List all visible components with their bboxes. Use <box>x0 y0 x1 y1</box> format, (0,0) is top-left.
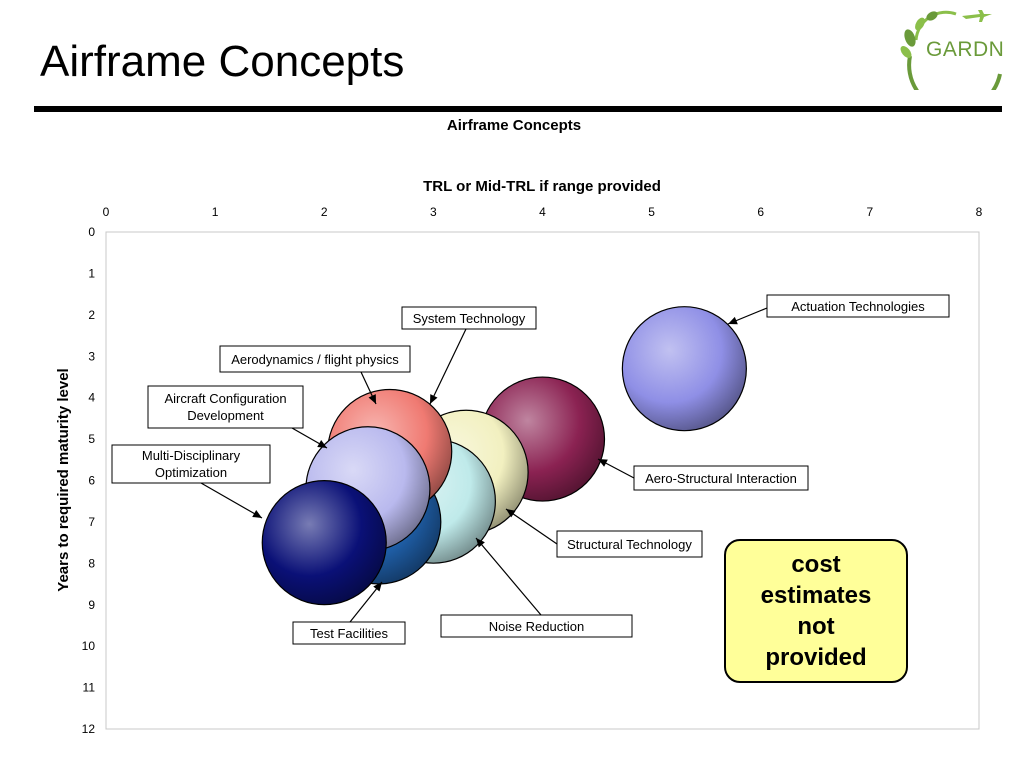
slide-title: Airframe Concepts <box>40 37 405 86</box>
leader-line <box>200 482 263 519</box>
x-tick-label: 1 <box>212 205 219 219</box>
y-tick-label: 7 <box>88 515 95 529</box>
callout-label: Multi-Disciplinary Optimization <box>141 448 241 480</box>
bubble <box>621 306 747 432</box>
x-tick-label: 4 <box>539 205 546 219</box>
callout-label: Test Facilities <box>309 625 389 641</box>
y-tick-label: 0 <box>88 225 95 239</box>
leader-arrowhead <box>506 509 516 518</box>
callout-label: Aerodynamics / flight physics <box>231 351 399 367</box>
callout-label: Actuation Technologies <box>791 298 925 314</box>
leader-line <box>429 328 467 405</box>
x-tick-labels: 0 1 2 3 4 5 6 7 8 <box>103 205 983 219</box>
y-tick-label: 5 <box>88 432 95 446</box>
leader-arrowhead <box>373 582 382 592</box>
y-tick-label: 4 <box>88 391 95 405</box>
bubble <box>261 480 387 606</box>
chart-title: Airframe Concepts <box>447 117 581 134</box>
x-tick-label: 0 <box>103 205 110 219</box>
y-tick-label: 1 <box>88 266 95 280</box>
callout-box <box>556 530 703 558</box>
x-tick-label: 7 <box>867 205 874 219</box>
y-tick-label: 9 <box>88 598 95 612</box>
callout-box <box>292 621 406 645</box>
leader-lines <box>200 307 768 623</box>
x-tick-label: 2 <box>321 205 328 219</box>
leader-line <box>505 508 558 545</box>
y-tick-label: 3 <box>88 349 95 363</box>
x-tick-label: 6 <box>757 205 764 219</box>
y-tick-label: 8 <box>88 556 95 570</box>
leader-arrowhead <box>317 440 327 448</box>
leader-arrowhead <box>598 459 608 467</box>
callout-label: System Technology <box>412 310 526 326</box>
x-tick-label: 5 <box>648 205 655 219</box>
callout-box <box>766 294 950 318</box>
y-tick-label: 10 <box>82 639 96 653</box>
x-tick-label: 8 <box>976 205 983 219</box>
logo-text: GARDN <box>926 38 1005 61</box>
y-tick-label: 6 <box>88 474 95 488</box>
x-tick-label: 3 <box>430 205 437 219</box>
x-axis-label: TRL or Mid-TRL if range provided <box>423 178 661 195</box>
bubbles <box>261 306 747 606</box>
callout-label: Aircraft Configuration Development <box>164 391 287 423</box>
leader-arrowhead <box>368 394 376 404</box>
title-divider <box>34 106 1002 112</box>
callout-box <box>111 444 271 484</box>
leader-arrowhead <box>252 510 262 518</box>
callout-label: Structural Technology <box>567 536 692 552</box>
callout-box <box>440 614 633 638</box>
callout-label: Noise Reduction <box>488 618 585 634</box>
leader-arrowhead <box>430 394 438 404</box>
callout-box <box>147 385 304 429</box>
y-tick-label: 2 <box>88 308 95 322</box>
plot-area <box>105 231 980 730</box>
leader-arrowhead <box>728 316 738 325</box>
y-tick-label: 11 <box>83 681 96 695</box>
cost-note-box: cost estimates not provided <box>724 539 908 683</box>
callout-box <box>219 345 411 373</box>
leader-line <box>475 537 542 616</box>
y-axis-label: Years to required maturity level <box>55 368 72 591</box>
y-tick-label: 12 <box>82 722 96 736</box>
callout-label: Aero-Structural Interaction <box>645 470 797 486</box>
leader-arrowhead <box>476 538 485 548</box>
callout-box <box>401 306 537 330</box>
cost-note-text: cost estimates not provided <box>760 551 872 671</box>
callout-box <box>633 465 809 491</box>
